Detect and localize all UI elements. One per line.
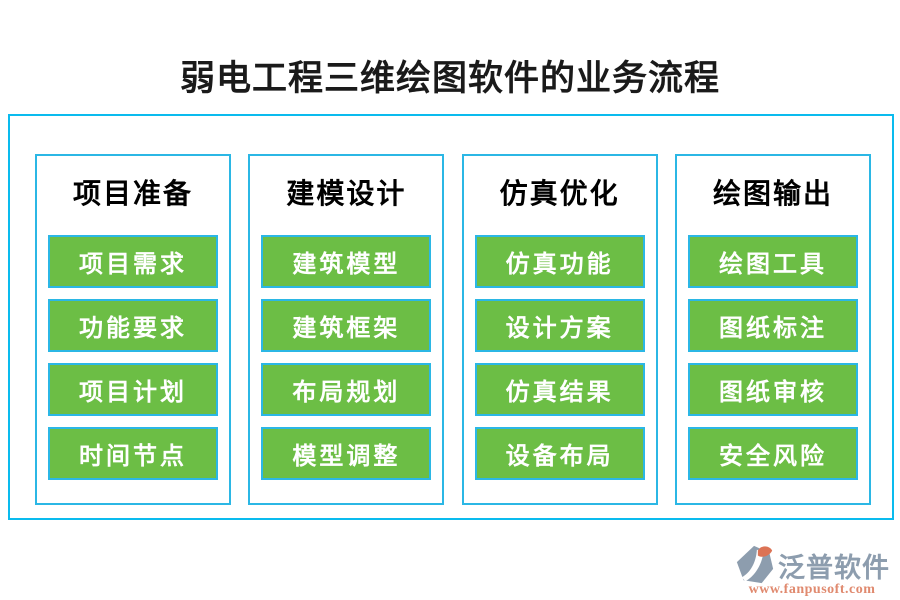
flow-step-node: 安全风险 [687, 427, 858, 480]
flow-step-node: 设备布局 [474, 427, 645, 480]
column-header: 建模设计 [286, 179, 407, 210]
brand-url: www.fanpusoft.com [748, 582, 876, 597]
flow-step-node: 建筑框架 [261, 299, 432, 352]
flow-step-node: 项目需求 [48, 235, 218, 288]
flow-step-node: 建筑模型 [261, 235, 432, 288]
step-list: 项目需求 功能要求 项目计划 时间节点 [37, 235, 229, 480]
flow-step-node: 布局规划 [261, 363, 432, 416]
flow-step-node: 仿真结果 [474, 363, 645, 416]
brand-name: 泛普软件 [778, 552, 890, 583]
flow-step-node: 设计方案 [474, 299, 645, 352]
column-header: 绘图输出 [712, 179, 833, 210]
column-simulation-optimization: 仿真优化 仿真功能 设计方案 仿真结果 设备布局 [461, 154, 658, 505]
step-list: 建筑模型 建筑框架 布局规划 模型调整 [250, 235, 442, 480]
column-header: 仿真优化 [499, 179, 620, 210]
column-header: 项目准备 [72, 179, 193, 210]
flow-container: 项目准备 项目需求 功能要求 项目计划 时间节点 建模设计 建筑模型 建筑框架 … [8, 114, 894, 520]
flow-step-node: 仿真功能 [474, 235, 645, 288]
column-drawing-output: 绘图输出 绘图工具 图纸标注 图纸审核 安全风险 [674, 154, 871, 505]
step-list: 绘图工具 图纸标注 图纸审核 安全风险 [677, 235, 869, 480]
step-list: 仿真功能 设计方案 仿真结果 设备布局 [464, 235, 656, 480]
column-project-preparation: 项目准备 项目需求 功能要求 项目计划 时间节点 [35, 154, 231, 505]
flow-step-node: 图纸审核 [687, 363, 858, 416]
column-modeling-design: 建模设计 建筑模型 建筑框架 布局规划 模型调整 [248, 154, 445, 505]
page-title: 弱电工程三维绘图软件的业务流程 [179, 59, 720, 98]
flow-step-node: 项目计划 [48, 363, 218, 416]
flow-step-node: 绘图工具 [687, 235, 858, 288]
brand-block: 泛普软件 www.fanpusoft.com [734, 544, 890, 598]
flow-step-node: 功能要求 [48, 299, 218, 352]
flow-step-node: 时间节点 [48, 427, 218, 480]
flow-step-node: 模型调整 [261, 427, 432, 480]
fanpu-swoosh-icon [734, 544, 776, 586]
flow-step-node: 图纸标注 [687, 299, 858, 352]
brand-row: 泛普软件 [734, 544, 890, 586]
